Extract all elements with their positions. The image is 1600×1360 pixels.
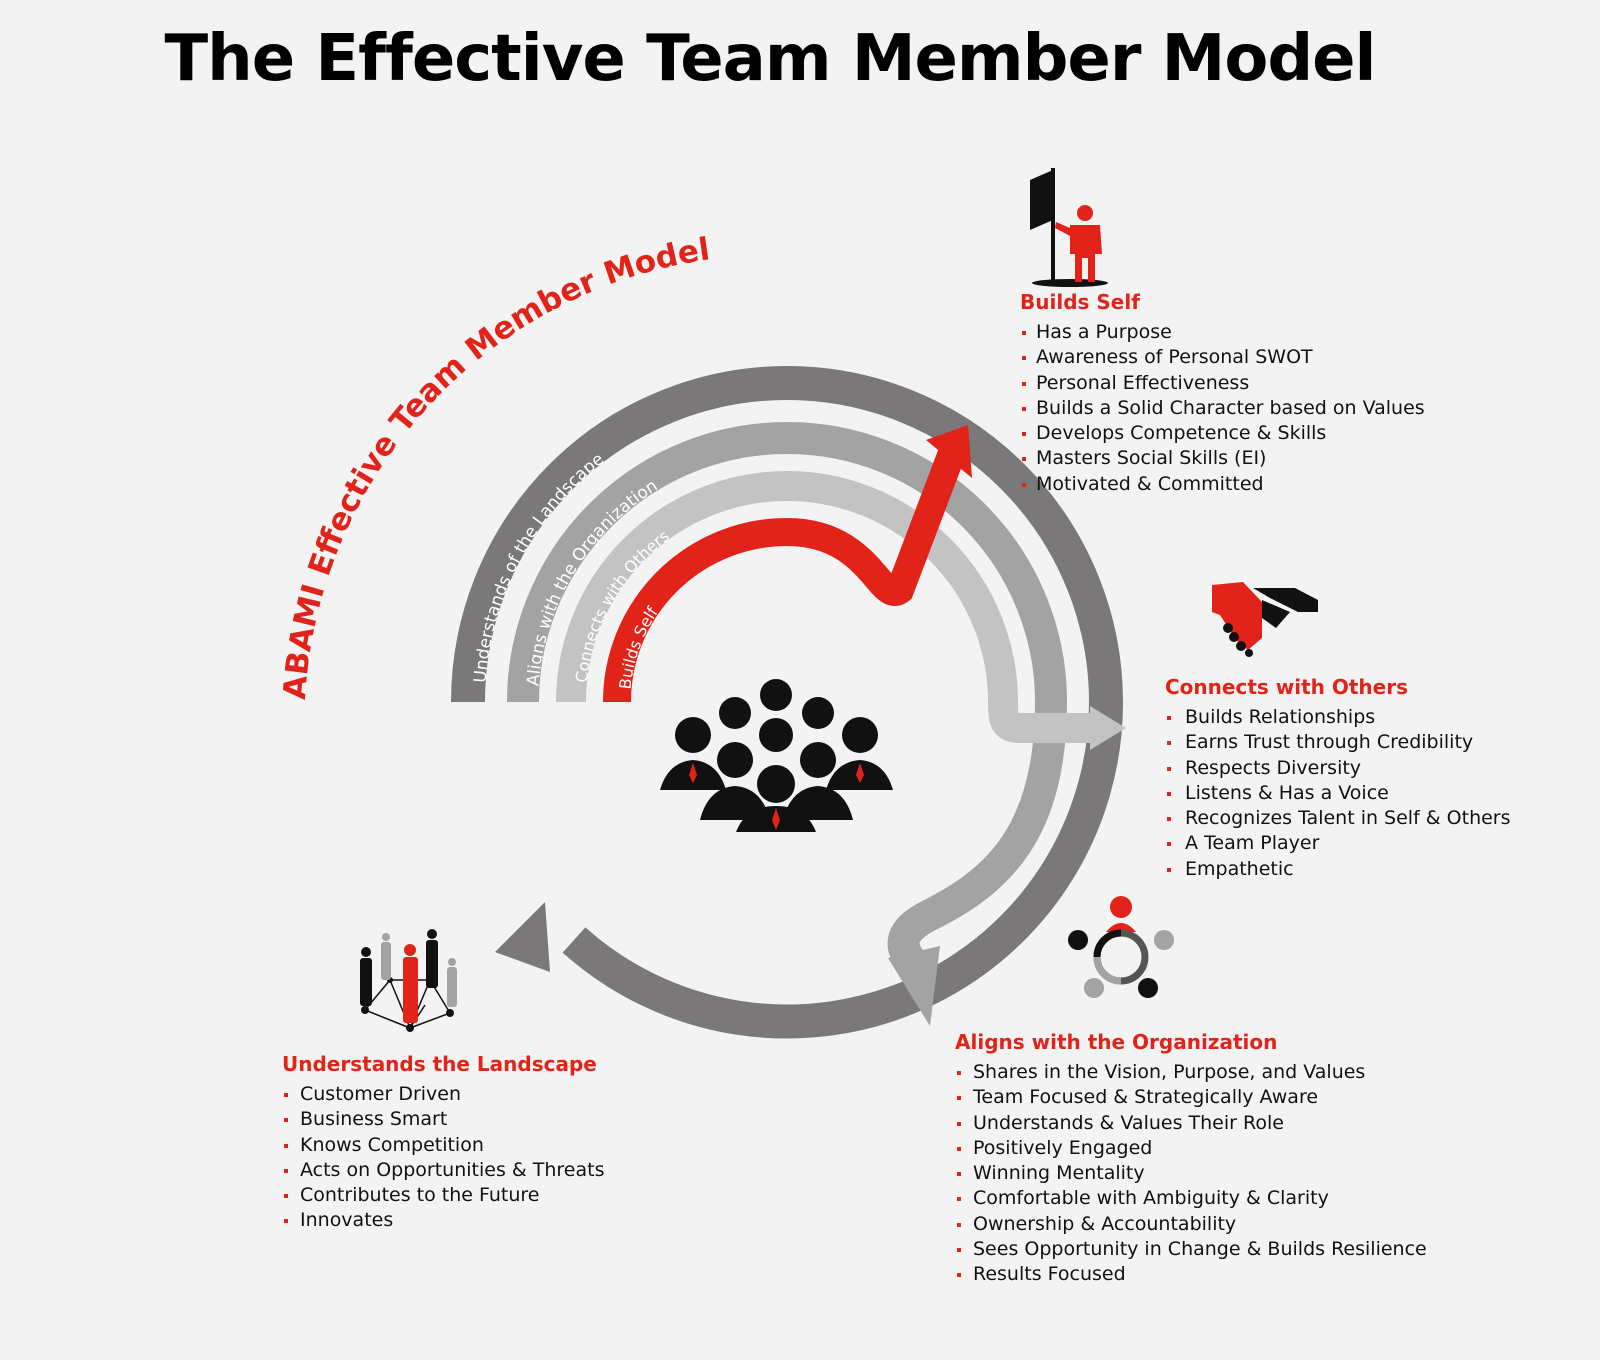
ring-aligns-organization <box>507 422 1068 1026</box>
bullet-list: Shares in the Vision, Purpose, and Value… <box>955 1060 1427 1288</box>
person-with-flag-icon <box>1030 168 1108 287</box>
list-item: Comfortable with Ambiguity & Clarity <box>955 1186 1427 1211</box>
section-heading: Aligns with the Organization <box>955 1030 1278 1054</box>
list-item: Builds Relationships <box>1165 705 1511 730</box>
team-group-icon <box>660 679 893 832</box>
list-item: Contributes to the Future <box>282 1183 604 1208</box>
list-item: Listens & Has a Voice <box>1165 781 1511 806</box>
list-item: Winning Mentality <box>955 1161 1427 1186</box>
list-item: Motivated & Committed <box>1020 472 1425 497</box>
list-item: Masters Social Skills (EI) <box>1020 446 1425 471</box>
list-item: Innovates <box>282 1208 604 1233</box>
bullet-list: Customer Driven Business Smart Knows Com… <box>282 1082 604 1234</box>
list-item: Has a Purpose <box>1020 320 1425 345</box>
list-item: Personal Effectiveness <box>1020 371 1425 396</box>
business-network-icon <box>360 929 457 1032</box>
bullet-list: Has a Purpose Awareness of Personal SWOT… <box>1020 320 1425 497</box>
list-item: Results Focused <box>955 1262 1427 1287</box>
list-item: Acts on Opportunities & Threats <box>282 1158 604 1183</box>
bullet-list: Builds Relationships Earns Trust through… <box>1165 705 1511 882</box>
list-item: Understands & Values Their Role <box>955 1111 1427 1136</box>
list-item: Team Focused & Strategically Aware <box>955 1085 1427 1110</box>
list-item: Customer Driven <box>282 1082 604 1107</box>
section-heading: Connects with Others <box>1165 675 1408 699</box>
team-circle-icon <box>1068 896 1174 998</box>
list-item: Recognizes Talent in Self & Others <box>1165 806 1511 831</box>
list-item: A Team Player <box>1165 831 1511 856</box>
section-heading: Builds Self <box>1020 290 1140 314</box>
ring-connects-others <box>556 471 1126 750</box>
ring-understands-landscape <box>451 366 1124 1039</box>
list-item: Empathetic <box>1165 857 1511 882</box>
list-item: Sees Opportunity in Change & Builds Resi… <box>955 1237 1427 1262</box>
list-item: Business Smart <box>282 1107 604 1132</box>
list-item: Ownership & Accountability <box>955 1212 1427 1237</box>
page-title: The Effective Team Member Model <box>164 22 1377 96</box>
list-item: Positively Engaged <box>955 1136 1427 1161</box>
section-understands-landscape: Understands the Landscape Customer Drive… <box>282 1052 604 1234</box>
section-heading: Understands the Landscape <box>282 1052 597 1076</box>
list-item: Knows Competition <box>282 1133 604 1158</box>
list-item: Awareness of Personal SWOT <box>1020 345 1425 370</box>
list-item: Builds a Solid Character based on Values <box>1020 396 1425 421</box>
section-connects-with-others: Connects with Others Builds Relationship… <box>1165 675 1511 882</box>
ring-builds-self <box>603 425 972 703</box>
list-item: Develops Competence & Skills <box>1020 421 1425 446</box>
list-item: Shares in the Vision, Purpose, and Value… <box>955 1060 1427 1085</box>
list-item: Respects Diversity <box>1165 756 1511 781</box>
section-aligns-with-organization: Aligns with the Organization Shares in t… <box>955 1030 1427 1288</box>
list-item: Earns Trust through Credibility <box>1165 730 1511 755</box>
section-builds-self: Builds Self Has a Purpose Awareness of P… <box>1020 290 1425 497</box>
handshake-icon <box>1212 582 1318 657</box>
